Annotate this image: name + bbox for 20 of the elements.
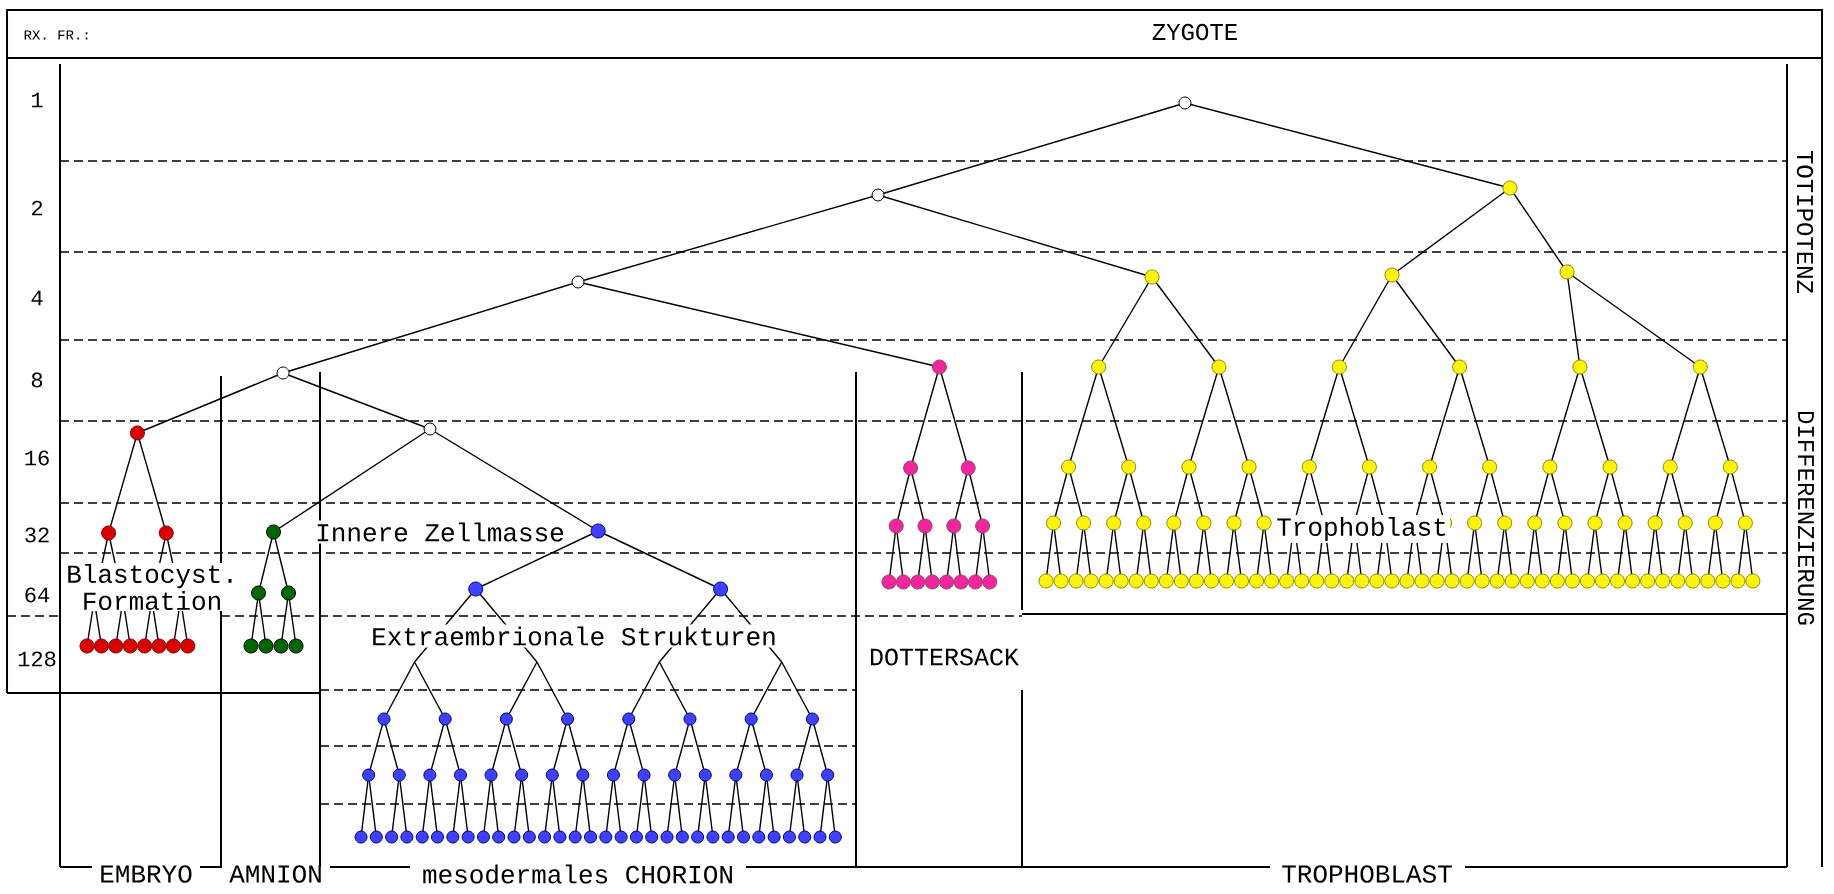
row-label: 128 <box>18 651 56 667</box>
region-label: mesodermales CHORION <box>423 864 732 884</box>
region-label: AMNION <box>229 865 321 883</box>
phase-label: TOTIPOTENZ <box>1796 150 1814 294</box>
region-label: TROPHOBLAST <box>1282 865 1452 883</box>
tree-label: Blastocyst. Formation <box>62 562 242 612</box>
row-label: 64 <box>25 587 50 603</box>
row-label: 32 <box>25 527 49 543</box>
row-label: 8 <box>31 372 43 388</box>
form-field-label: RX. FR.: <box>24 30 88 40</box>
row-label: 16 <box>25 450 49 466</box>
row-label: 4 <box>31 290 43 306</box>
tree-label: Innere Zellmasse <box>313 520 567 544</box>
phase-label: DIFFERENZIERUNG <box>1797 411 1815 625</box>
row-label: 2 <box>31 200 43 216</box>
row-label: 1 <box>32 92 43 108</box>
tree-label: Trophoblast <box>1274 514 1450 544</box>
tree-label: Extraembrionale Strukturen <box>369 624 779 648</box>
region-label: EMBRYO <box>101 865 192 883</box>
region-label: DOTTERSACK <box>870 648 1019 666</box>
